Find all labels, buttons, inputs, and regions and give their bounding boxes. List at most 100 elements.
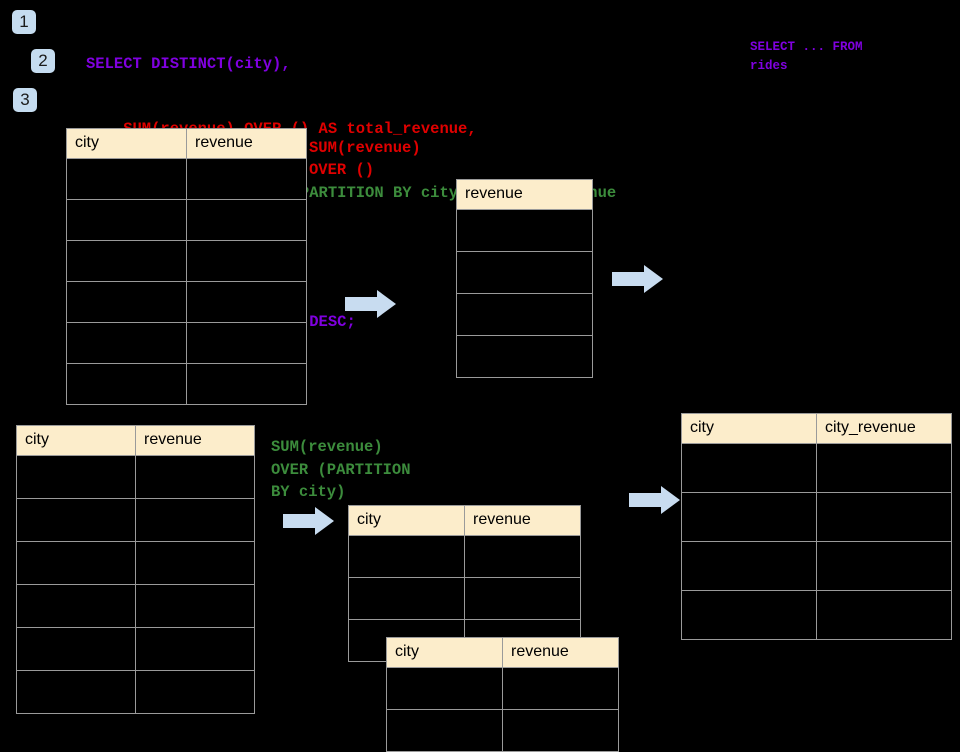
cell-city (16, 498, 136, 542)
table-header-row: city city_revenue (681, 413, 952, 444)
cell-city (66, 281, 187, 323)
annotation-sum-over-empty: SUM(revenue) OVER () (309, 139, 421, 179)
column-header-city: city (681, 413, 817, 444)
table-result: city city_revenue (681, 413, 952, 640)
column-header-city: city (66, 128, 187, 159)
cell-city-revenue (816, 590, 952, 640)
cell-revenue (456, 251, 593, 294)
cell-city (66, 240, 187, 282)
column-header-city: city (386, 637, 503, 668)
cell-revenue (135, 541, 255, 585)
column-header-revenue: revenue (464, 505, 581, 536)
table-row (16, 455, 255, 499)
column-header-revenue: revenue (456, 179, 593, 210)
table-row (66, 199, 307, 241)
cell-city (681, 590, 817, 640)
cell-city (16, 584, 136, 628)
arrow-right-icon-1 (345, 290, 396, 318)
column-header-revenue: revenue (502, 637, 619, 668)
column-header-city-revenue: city_revenue (816, 413, 952, 444)
table-rides-top: city revenue (66, 128, 307, 405)
cell-revenue (464, 535, 581, 578)
table-header-row: city revenue (16, 425, 255, 456)
annotation-select-from: SELECT ... FROM rides (750, 40, 863, 73)
cell-city (681, 541, 817, 591)
table-row (456, 335, 593, 378)
cell-city (16, 455, 136, 499)
cell-revenue (135, 670, 255, 714)
cell-revenue (186, 199, 307, 241)
cell-city (348, 577, 465, 620)
cell-revenue (186, 363, 307, 405)
cell-revenue (456, 209, 593, 252)
table-row (681, 492, 952, 542)
table-header-row: city revenue (66, 128, 307, 159)
cell-city-revenue (816, 443, 952, 493)
table-row (66, 363, 307, 405)
cell-city (681, 492, 817, 542)
table-body (66, 158, 307, 405)
table-row (16, 584, 255, 628)
table-header-row: city revenue (386, 637, 619, 668)
table-row (681, 443, 952, 493)
step-badge-1: 1 (12, 10, 36, 34)
cell-city (16, 541, 136, 585)
cell-revenue (456, 335, 593, 378)
table-row (681, 590, 952, 640)
table-row (16, 498, 255, 542)
cell-city-revenue (816, 492, 952, 542)
cell-revenue (135, 498, 255, 542)
arrow-right-icon-3 (283, 507, 334, 535)
cell-revenue (502, 709, 619, 752)
table-body (456, 209, 593, 378)
cell-revenue (464, 577, 581, 620)
table-partition-front: city revenue (386, 637, 619, 752)
cell-revenue (135, 627, 255, 671)
cell-city (66, 322, 187, 364)
table-header-row: revenue (456, 179, 593, 210)
table-row (348, 577, 581, 620)
arrow-right-icon-4 (629, 486, 680, 514)
cell-revenue (186, 158, 307, 200)
cell-city (16, 627, 136, 671)
table-row (66, 281, 307, 323)
table-row (66, 158, 307, 200)
table-body (16, 455, 255, 714)
cell-city (386, 709, 503, 752)
table-row (16, 670, 255, 714)
column-header-city: city (348, 505, 465, 536)
cell-revenue (502, 667, 619, 710)
step-badge-2: 2 (31, 49, 55, 73)
table-rides-bottom: city revenue (16, 425, 255, 714)
cell-revenue (186, 281, 307, 323)
cell-city (386, 667, 503, 710)
cell-revenue (456, 293, 593, 336)
cell-city (66, 363, 187, 405)
cell-city (348, 535, 465, 578)
table-total-revenue: revenue (456, 179, 593, 378)
step-badge-3: 3 (13, 88, 37, 112)
arrow-right-icon-2 (612, 265, 663, 293)
column-header-revenue: revenue (186, 128, 307, 159)
table-row (16, 541, 255, 585)
table-row (66, 322, 307, 364)
cell-city (66, 199, 187, 241)
table-row (456, 251, 593, 294)
sql-line-select: SELECT DISTINCT(city), (86, 55, 291, 73)
cell-revenue (135, 584, 255, 628)
table-row (386, 667, 619, 710)
table-row (16, 627, 255, 671)
annotation-sum-over-partition: SUM(revenue) OVER (PARTITION BY city) (271, 438, 411, 501)
cell-city (66, 158, 187, 200)
table-header-row: city revenue (348, 505, 581, 536)
table-row (66, 240, 307, 282)
table-row (348, 535, 581, 578)
column-header-city: city (16, 425, 136, 456)
table-body (681, 443, 952, 640)
cell-revenue (186, 322, 307, 364)
cell-city (681, 443, 817, 493)
table-partition-back: city revenue (348, 505, 581, 662)
table-row (456, 209, 593, 252)
cell-revenue (135, 455, 255, 499)
cell-city (16, 670, 136, 714)
